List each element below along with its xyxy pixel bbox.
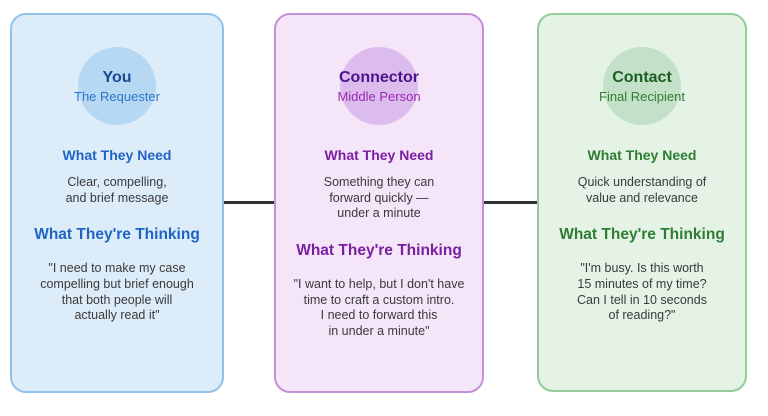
thinking-text: "I need to make my case compelling but b… — [40, 261, 194, 323]
role-circle: Connector Middle Person — [337, 47, 421, 125]
role-circle: You The Requester — [74, 47, 160, 125]
role-circle: Contact Final Recipient — [599, 47, 685, 125]
need-heading: What They Need — [587, 147, 697, 163]
card-you: You The Requester What They Need Clear, … — [10, 13, 224, 393]
connector-line-right — [482, 201, 539, 204]
thinking-heading: What They're Thinking — [34, 226, 200, 244]
role-subtitle: The Requester — [74, 88, 160, 104]
connector-line-left — [222, 201, 276, 204]
need-heading: What They Need — [324, 147, 434, 163]
role-title: Contact — [612, 68, 672, 86]
card-contact: Contact Final Recipient What They Need Q… — [537, 13, 747, 392]
need-heading: What They Need — [62, 147, 172, 163]
need-text: Something they can forward quickly — und… — [323, 175, 435, 221]
card-connector: Connector Middle Person What They Need S… — [274, 13, 484, 393]
need-text: Quick understanding of value and relevan… — [577, 175, 707, 205]
role-subtitle: Middle Person — [337, 88, 421, 104]
thinking-text: "I'm busy. Is this worth 15 minutes of m… — [577, 261, 707, 323]
need-text: Clear, compelling, and brief message — [65, 175, 169, 205]
thinking-heading: What They're Thinking — [296, 241, 462, 259]
thinking-heading: What They're Thinking — [559, 226, 725, 244]
role-subtitle: Final Recipient — [599, 88, 685, 104]
role-title: You — [102, 68, 132, 86]
thinking-text: "I want to help, but I don't have time t… — [293, 276, 465, 338]
role-title: Connector — [339, 68, 419, 86]
